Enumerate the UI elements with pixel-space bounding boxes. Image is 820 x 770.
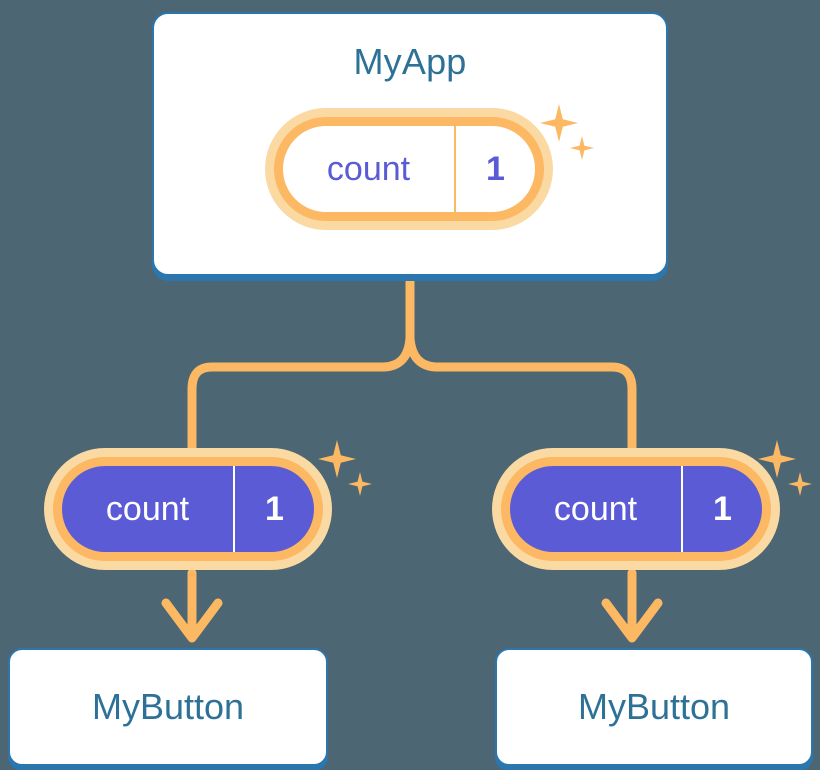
state-pill-body: count 1 (265, 108, 553, 230)
sparkle-small-icon (788, 472, 812, 496)
state-pill-key: count (553, 490, 638, 528)
state-pill-ring: count 1 (501, 457, 771, 561)
state-pill-child-left[interactable]: count 1 (44, 448, 332, 570)
state-pill-app[interactable]: count 1 (265, 108, 553, 230)
state-pill-ring: count 1 (274, 117, 544, 221)
button-card-label: MyButton (577, 686, 731, 727)
state-pill-child-right[interactable]: count 1 (492, 448, 780, 570)
button-card-left[interactable]: MyButton (8, 648, 328, 766)
connector-branch-left (187, 333, 415, 467)
sparkle-small-icon (348, 472, 372, 496)
state-pill-value: 1 (681, 466, 762, 552)
app-card-title: MyApp (353, 41, 467, 82)
state-pill-value: 1 (454, 126, 535, 212)
connector-branch-right (405, 333, 637, 467)
state-pill-ring: count 1 (53, 457, 323, 561)
state-pill-key: count (326, 150, 411, 188)
state-pill-value: 1 (233, 466, 314, 552)
button-card-label: MyButton (91, 686, 245, 727)
arrow-down-right (601, 568, 663, 643)
arrow-down-left (161, 568, 223, 643)
button-card-right[interactable]: MyButton (495, 648, 813, 766)
state-pill-body: count 1 (44, 448, 332, 570)
state-pill-key: count (105, 490, 190, 528)
state-pill-body: count 1 (492, 448, 780, 570)
